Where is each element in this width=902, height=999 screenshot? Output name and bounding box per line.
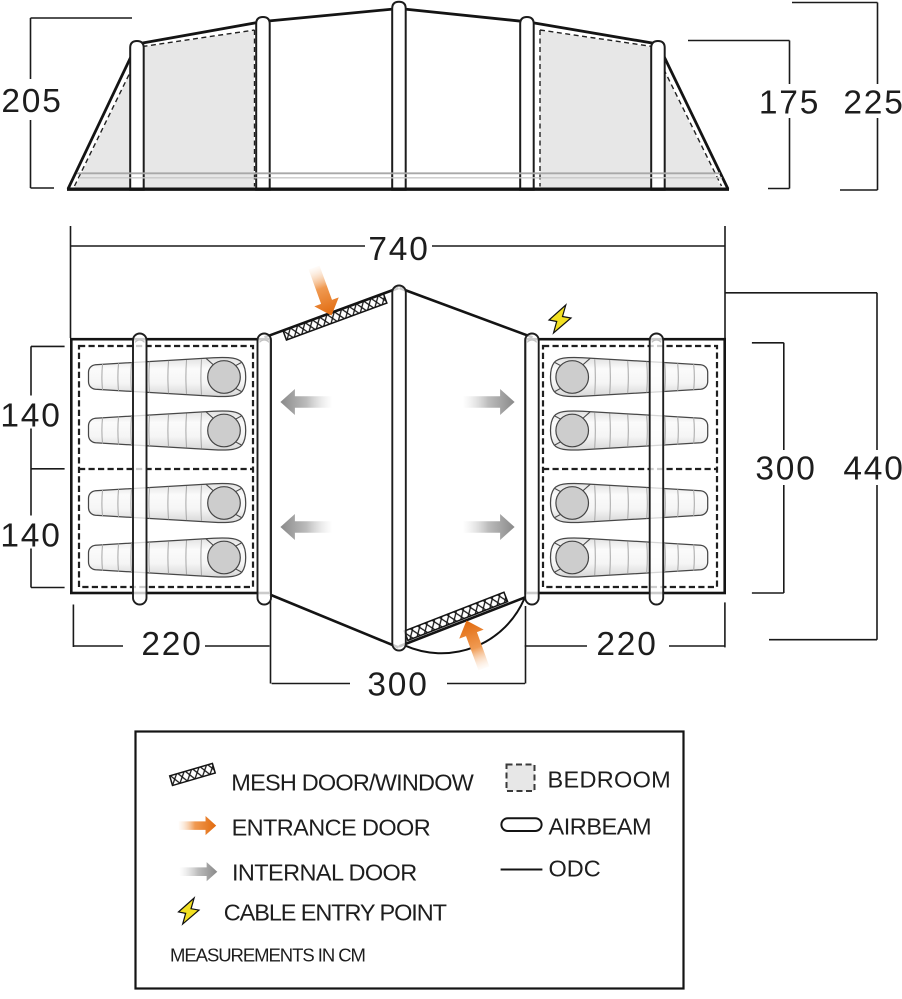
svg-text:225: 225	[843, 85, 902, 122]
svg-text:ENTRANCE DOOR: ENTRANCE DOOR	[232, 815, 431, 841]
svg-text:INTERNAL DOOR: INTERNAL DOOR	[232, 859, 417, 885]
svg-text:740: 740	[368, 231, 429, 268]
svg-text:AIRBEAM: AIRBEAM	[549, 814, 652, 840]
svg-text:BEDROOM: BEDROOM	[548, 766, 672, 792]
svg-text:205: 205	[1, 83, 62, 120]
svg-text:MEASUREMENTS IN CM: MEASUREMENTS IN CM	[170, 945, 365, 966]
svg-text:300: 300	[367, 666, 428, 703]
svg-text:440: 440	[843, 451, 902, 488]
svg-text:175: 175	[759, 85, 820, 122]
svg-text:CABLE ENTRY POINT: CABLE ENTRY POINT	[224, 899, 447, 925]
svg-text:MESH DOOR/WINDOW: MESH DOOR/WINDOW	[231, 770, 474, 796]
svg-text:ODC: ODC	[549, 856, 601, 882]
svg-text:220: 220	[141, 626, 202, 663]
svg-text:140: 140	[0, 398, 61, 435]
svg-text:140: 140	[0, 518, 61, 555]
svg-text:300: 300	[755, 451, 816, 488]
svg-text:220: 220	[596, 626, 657, 663]
